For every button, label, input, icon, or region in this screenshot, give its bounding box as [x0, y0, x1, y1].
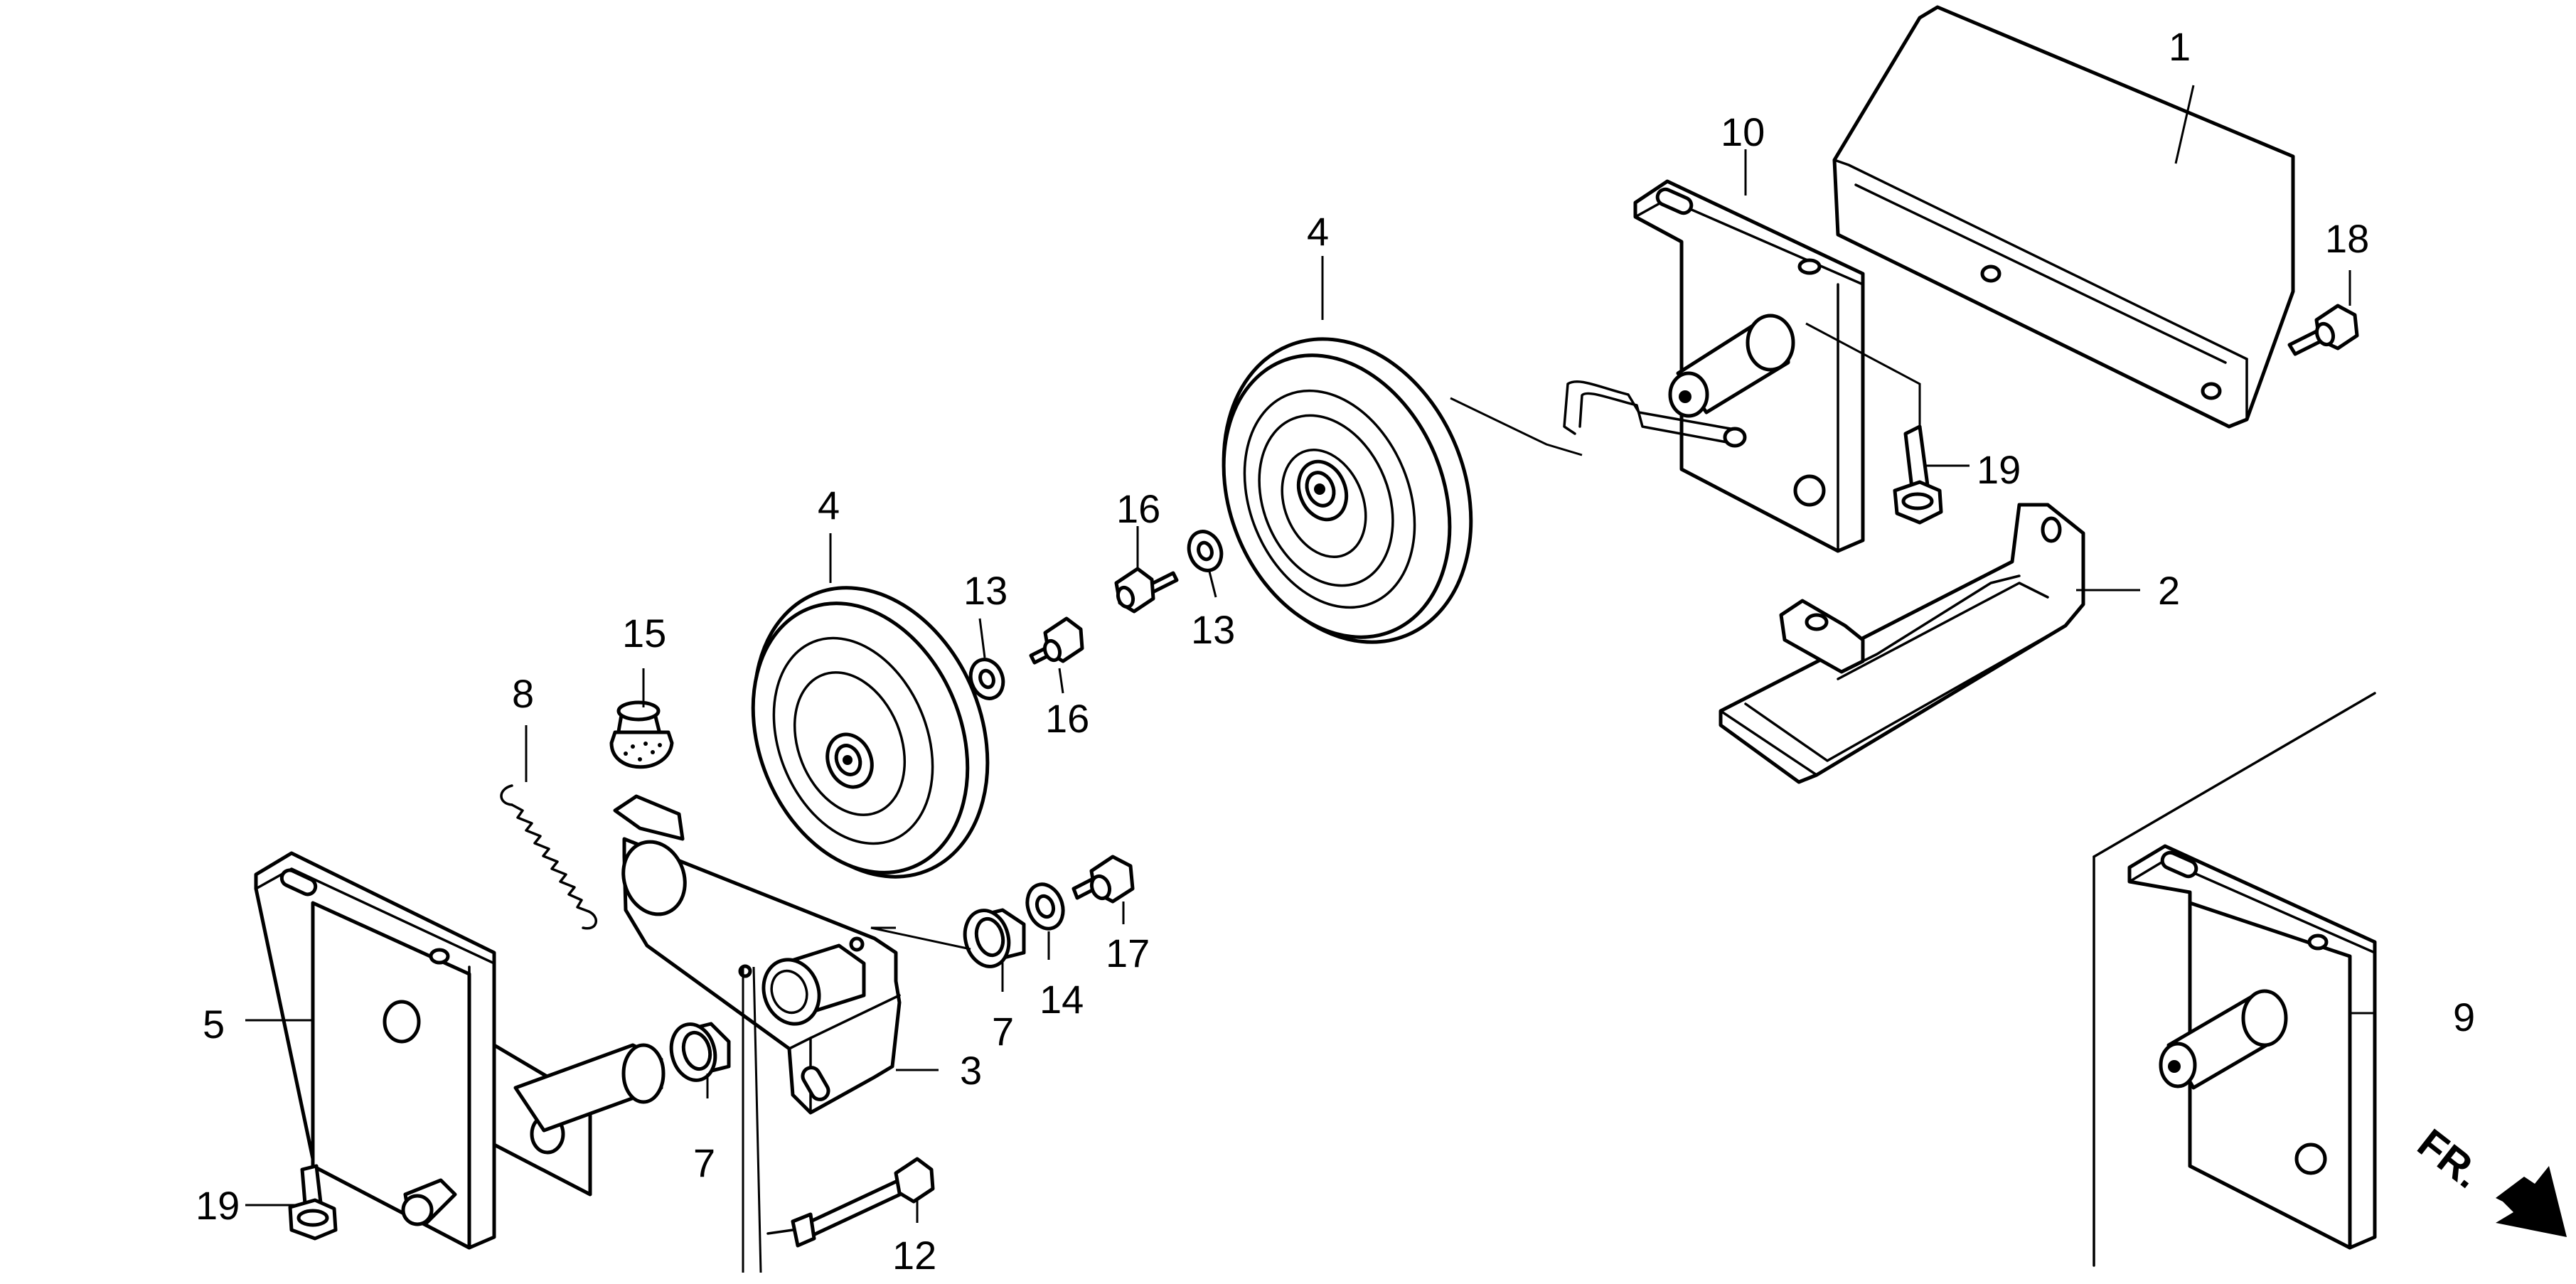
callout-7-left: 7 [693, 1140, 715, 1185]
callout-16-lower: 16 [1045, 696, 1089, 741]
part-2-channel [1719, 503, 2085, 784]
part-4-pulley-lower [751, 586, 990, 879]
callout-15: 15 [622, 611, 666, 656]
callout-16-upper: 16 [1116, 486, 1160, 531]
leader-lines [245, 85, 2375, 1273]
part-10-bracket [1563, 179, 1865, 553]
callout-13-left: 13 [963, 568, 1008, 613]
front-direction-indicator: FR. [2409, 1120, 2567, 1237]
callout-4-upper: 4 [1307, 209, 1329, 254]
callout-19-upper: 19 [1977, 447, 2021, 492]
callout-8: 8 [512, 671, 534, 716]
callout-13-right: 13 [1191, 607, 1235, 652]
callout-3: 3 [960, 1048, 982, 1093]
part-5-bracket [254, 851, 666, 1250]
callout-14: 14 [1040, 977, 1084, 1022]
part-8-spring [500, 784, 597, 930]
callout-2: 2 [2158, 568, 2180, 613]
front-direction-label: FR. [2409, 1120, 2490, 1197]
part-12-long-bolt [766, 1157, 935, 1248]
callout-labels: 1 2 3 4 4 5 7 7 8 9 10 12 13 13 14 15 16… [196, 24, 2475, 1278]
part-1-cover [1832, 5, 2295, 429]
part-7-bushing-left [669, 1022, 731, 1082]
callout-4-lower: 4 [818, 483, 840, 528]
part-16-bolt-upper [1114, 567, 1179, 614]
part-7-bushing-right [963, 908, 1026, 968]
part-13-washer-left [968, 658, 1005, 700]
callout-10: 10 [1721, 109, 1765, 154]
part-13-washer-right [1187, 530, 1224, 572]
callout-18: 18 [2325, 216, 2369, 261]
part-17-bolt [1071, 855, 1135, 904]
part-15-stopper [609, 700, 674, 769]
part-16-bolt-lower [1029, 616, 1084, 665]
callout-7-right: 7 [992, 1009, 1014, 1054]
callout-17: 17 [1106, 931, 1150, 975]
callout-9: 9 [2453, 995, 2475, 1039]
part-18-bolt [2287, 304, 2359, 356]
callout-12: 12 [892, 1233, 936, 1278]
part-19-bolt-upper [1893, 424, 1943, 525]
part-14-washer [1025, 882, 1065, 931]
part-4-pulley-upper [1222, 337, 1473, 644]
callout-5: 5 [203, 1002, 225, 1047]
part-19-bolt-lower [288, 1164, 338, 1241]
part-9-inset-bracket [2093, 692, 2377, 1267]
callout-1: 1 [2169, 24, 2191, 69]
callout-19-lower: 19 [196, 1183, 240, 1228]
part-3-idler-arm [613, 794, 902, 1115]
